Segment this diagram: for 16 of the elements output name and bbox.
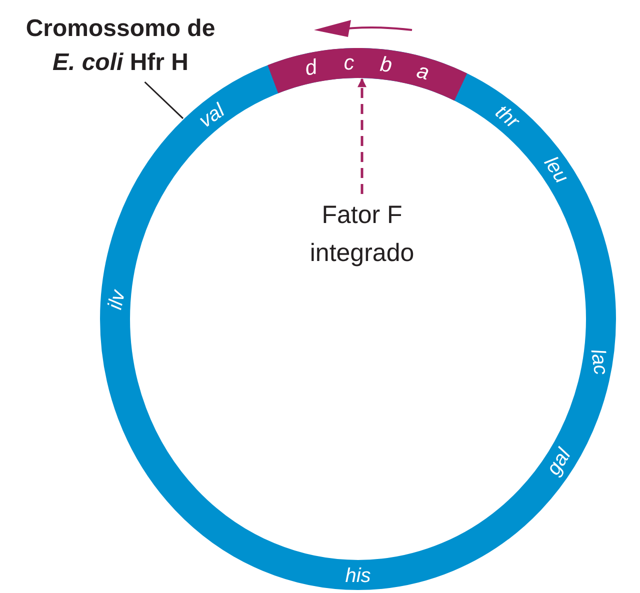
- gene-label: val: [196, 100, 228, 132]
- gene-label: gal: [543, 445, 575, 479]
- gene-letter: c: [343, 52, 354, 74]
- callout-text: Fator F integrado: [308, 200, 416, 269]
- gene-letter: b: [379, 54, 394, 76]
- gene-label: leu: [540, 153, 572, 187]
- gene-label: thr: [492, 102, 522, 132]
- gene-label: his: [345, 566, 371, 586]
- diagram-heading: Cromossomo de E. coli Hfr H: [24, 14, 216, 78]
- integrated-segment: [266, 46, 468, 98]
- gene-label: lac: [587, 348, 611, 376]
- leader-line: [144, 81, 184, 120]
- gene-label: ilv: [105, 288, 129, 312]
- arrow: [358, 78, 366, 194]
- gene-letter: d: [304, 56, 320, 80]
- gene-letter: a: [414, 60, 432, 84]
